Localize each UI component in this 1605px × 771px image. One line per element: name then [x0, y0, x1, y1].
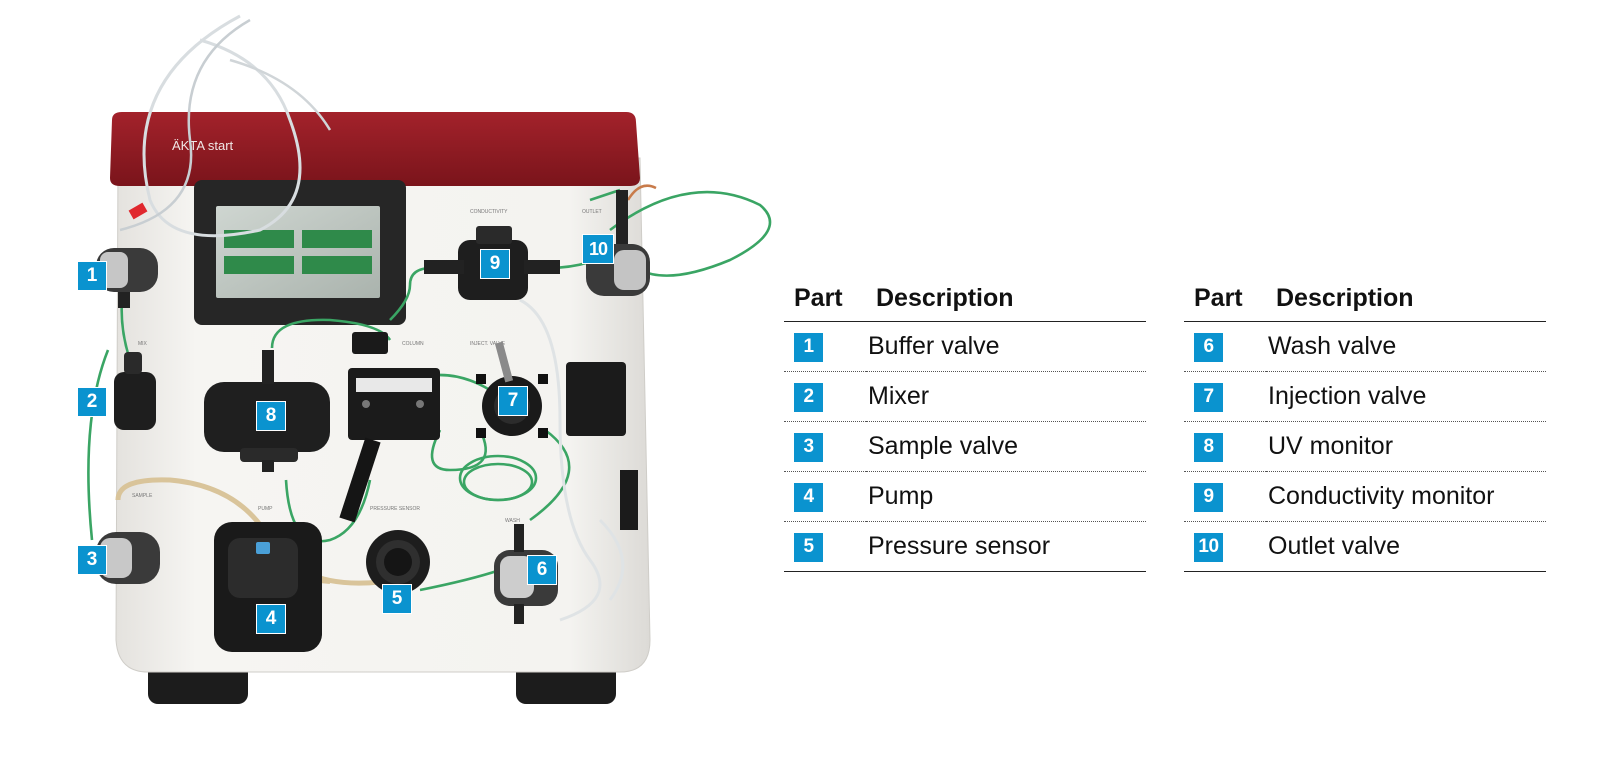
mixer-component[interactable] [114, 352, 156, 430]
screen-tile-1[interactable] [224, 230, 294, 248]
part-description: Sample valve [866, 421, 1146, 472]
panel-label-wash: WASH [505, 518, 520, 524]
column-holder [348, 368, 440, 440]
part-number-badge: 3 [794, 432, 823, 462]
screen-tile-4[interactable] [302, 256, 372, 274]
part-number-badge: 6 [1194, 332, 1223, 362]
device-lid [110, 112, 640, 186]
callout-badge-7: 7 [498, 386, 528, 416]
tubing-clear-top-3 [229, 58, 332, 131]
panel-label-mixer: MIX [138, 341, 148, 347]
column-header-part: Part [784, 283, 866, 322]
callout-badge-4: 4 [256, 604, 286, 634]
screen-tile-3[interactable] [224, 256, 294, 274]
table-header-row: Part Description [784, 283, 1146, 322]
brand-label: ÄKTA start [172, 138, 234, 153]
part-number-badge: 10 [1194, 532, 1223, 562]
sample-valve-component[interactable] [96, 532, 160, 584]
screen-tile-2[interactable] [302, 230, 372, 248]
table-row: 2 Mixer [784, 371, 1146, 422]
callout-badge-3: 3 [77, 545, 107, 575]
tubing-outlet-orange [626, 184, 657, 201]
part-number-badge: 2 [794, 382, 823, 412]
akta-start-device-illustration: ÄKTA start CONDUCTIVITY OUTLET COLUMN IN… [87, 14, 772, 704]
callout-badge-8: 8 [256, 401, 286, 431]
part-number-badge: 9 [1194, 482, 1223, 512]
column-cartridge [339, 437, 381, 523]
parts-table-left: Part Description 1 Buffer valve 2 Mixer … [784, 283, 1146, 572]
callout-badge-9: 9 [480, 249, 510, 279]
table-row: 8 UV monitor [1184, 421, 1546, 472]
part-description: Pump [866, 471, 1146, 522]
panel-label-inject: INJECT. VALVE [470, 341, 506, 347]
part-description: Injection valve [1266, 371, 1546, 422]
table-row: 6 Wash valve [1184, 321, 1546, 372]
panel-label-pump: PUMP [258, 506, 273, 512]
callout-badge-1: 1 [77, 261, 107, 291]
table-row: 7 Injection valve [1184, 371, 1546, 422]
callout-badge-10: 10 [582, 234, 614, 264]
tubing-clear-right [519, 298, 602, 622]
part-number-badge: 8 [1194, 432, 1223, 462]
part-number-badge: 1 [794, 332, 823, 362]
table-row: 9 Conductivity monitor [1184, 471, 1546, 522]
parts-table-right: Part Description 6 Wash valve 7 Injectio… [1184, 283, 1546, 572]
callout-badge-6: 6 [527, 555, 557, 585]
buffer-valve-component[interactable] [96, 248, 158, 308]
table-row: 4 Pump [784, 471, 1146, 522]
pressure-sensor-component[interactable] [366, 530, 430, 594]
callout-badge-5: 5 [382, 584, 412, 614]
table-row: 5 Pressure sensor [784, 521, 1146, 572]
tubing-clear-top [142, 14, 302, 238]
part-description: Buffer valve [866, 321, 1146, 372]
tubing-clear-right-2 [598, 518, 625, 601]
table-header-row: Part Description [1184, 283, 1546, 322]
panel-label-column: COLUMN [402, 341, 424, 347]
side-bracket [566, 362, 626, 436]
pump-component[interactable] [214, 522, 322, 652]
part-number-badge: 7 [1194, 382, 1223, 412]
panel-label-conductivity: CONDUCTIVITY [470, 209, 508, 215]
side-box-right [620, 470, 638, 530]
part-description: Wash valve [1266, 321, 1546, 372]
table-row: 10 Outlet valve [1184, 521, 1546, 572]
table-row: 3 Sample valve [784, 421, 1146, 472]
part-number-badge: 4 [794, 482, 823, 512]
panel-label-outlet: OUTLET [582, 209, 602, 215]
column-header-description: Description [1266, 283, 1546, 322]
part-description: Mixer [866, 371, 1146, 422]
column-header-part: Part [1184, 283, 1266, 322]
part-description: Pressure sensor [866, 521, 1146, 572]
part-description: Outlet valve [1266, 521, 1546, 572]
tube-connector-red [128, 202, 148, 220]
callout-badge-2: 2 [77, 387, 107, 417]
part-description: UV monitor [1266, 421, 1546, 472]
connector-column-top [352, 332, 388, 354]
tubing-clear-top-2 [119, 18, 251, 232]
table-row: 1 Buffer valve [784, 321, 1146, 372]
part-description: Conductivity monitor [1266, 471, 1546, 522]
part-number-badge: 5 [794, 532, 823, 562]
touchscreen-display[interactable] [216, 206, 380, 298]
panel-label-sample: SAMPLE [132, 493, 153, 499]
column-header-description: Description [866, 283, 1146, 322]
panel-label-pressure: PRESSURE SENSOR [370, 506, 420, 512]
